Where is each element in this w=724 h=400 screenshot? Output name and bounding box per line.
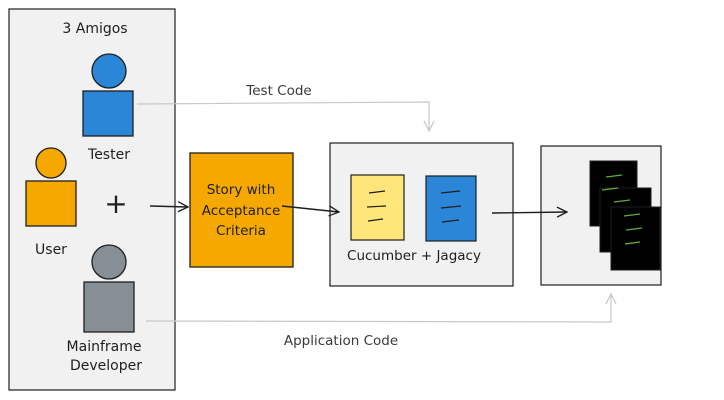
arrow-tools-to-terminal — [491, 212, 567, 213]
developer-label-line2: Developer — [70, 358, 142, 374]
story-label-line1: Story with — [207, 182, 276, 198]
arrow-amigos-to-story — [149, 206, 188, 207]
developer-label-line1: Mainframe — [67, 339, 142, 355]
cucumber-feature-icon — [350, 174, 405, 241]
test-tools-label: Cucumber + Jagacy — [347, 248, 481, 264]
tester-head — [91, 53, 127, 89]
story-label-line3: Criteria — [216, 223, 266, 239]
user-figure — [25, 147, 77, 227]
tester-label: Tester — [87, 147, 130, 163]
story-card — [189, 152, 294, 268]
test-code-arrow — [136, 101, 429, 131]
tester-figure — [82, 53, 134, 137]
arrow-story-to-tools — [281, 205, 339, 212]
test-code-label: Test Code — [245, 83, 311, 99]
plus-sign: + — [104, 187, 127, 220]
developer-figure — [83, 244, 135, 333]
developer-body — [83, 281, 135, 333]
user-head — [35, 147, 67, 179]
application-code-label: Application Code — [284, 333, 398, 349]
user-label: User — [35, 242, 67, 258]
amigos-group-title: 3 Amigos — [62, 21, 127, 37]
terminal-screens-icon — [589, 160, 661, 271]
terminal-screen-3 — [610, 206, 661, 271]
jagacy-script-icon — [425, 175, 477, 242]
user-body — [25, 180, 77, 227]
story-label-line2: Acceptance — [202, 203, 281, 219]
application-code-arrow — [145, 294, 611, 323]
developer-head — [91, 244, 127, 280]
tester-body — [82, 90, 134, 137]
